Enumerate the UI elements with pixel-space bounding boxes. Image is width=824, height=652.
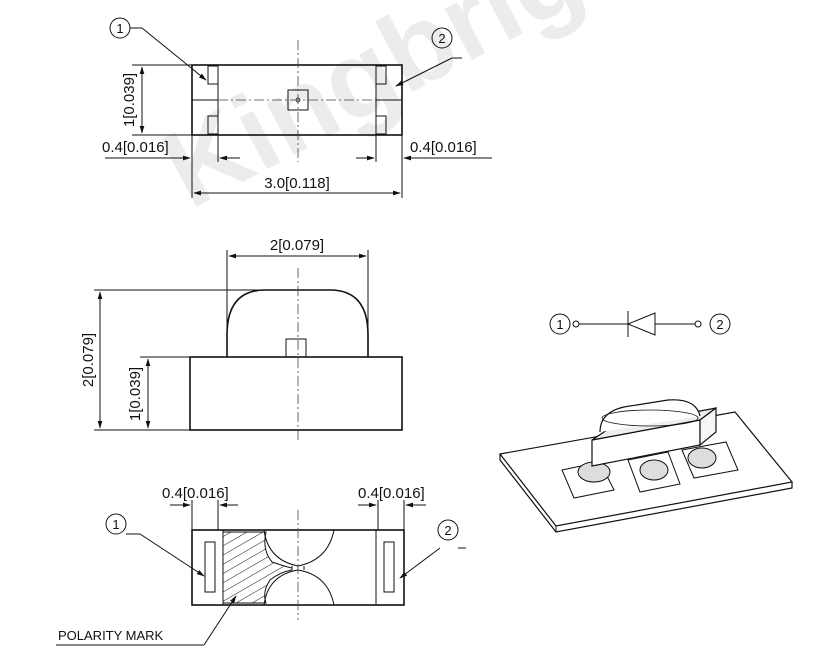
side-view: 2[0.079] 2[0.079] 1[0.039] [80, 237, 403, 440]
bottom-view-left-pad-label: 0.4[0.016] [162, 485, 229, 502]
svg-text:2: 2 [716, 317, 723, 332]
side-view-total-height-label: 2[0.079] [80, 333, 97, 387]
top-view-right-pad-label: 0.4[0.016] [410, 139, 477, 156]
side-view-lens-width-label: 2[0.079] [270, 237, 324, 254]
bottom-view: 0.4[0.016] 0.4[0.016] 1 2 POLARITY MARK [56, 485, 466, 646]
top-view-left-pad-label: 0.4[0.016] [102, 139, 169, 156]
svg-text:1: 1 [116, 21, 123, 36]
schematic-cathode-terminal [709, 313, 731, 335]
diode-schematic: 1 2 [549, 311, 731, 337]
bottom-view-right-pad-label: 0.4[0.016] [358, 485, 425, 502]
top-view-width-label: 3.0[0.118] [264, 175, 330, 192]
polarity-mark-hatch [222, 531, 293, 604]
watermark-text: Kingbright [144, 0, 693, 231]
top-view: 1[0.039] 0.4[0.016] 0.4[0.016] 3.0[0.118… [102, 17, 492, 198]
diode-symbol [626, 312, 656, 336]
bottom-view-callout-2 [437, 519, 459, 541]
side-view-body-height-label: 1[0.039] [127, 367, 144, 421]
top-view-callout-2 [431, 27, 453, 49]
svg-text:2: 2 [438, 31, 445, 46]
svg-text:1: 1 [112, 517, 119, 532]
isometric-view [498, 399, 794, 533]
schematic-anode-terminal [549, 313, 571, 335]
svg-text:1: 1 [556, 317, 563, 332]
bottom-view-callout-1 [105, 513, 127, 535]
svg-text:2: 2 [444, 523, 451, 538]
side-view-body [189, 356, 403, 431]
top-view-height-label: 1[0.039] [121, 73, 138, 127]
side-view-lens [226, 289, 369, 357]
polarity-mark-label: POLARITY MARK [58, 628, 164, 643]
